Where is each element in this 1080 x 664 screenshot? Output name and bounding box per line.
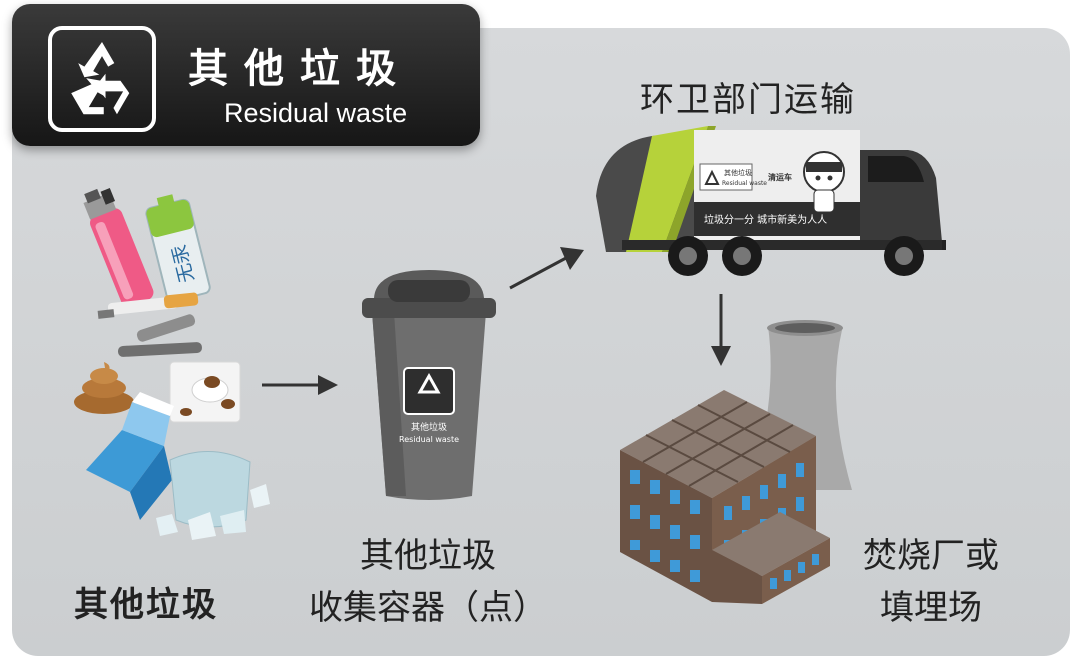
truck-side-tag: 清运车 [768,172,792,182]
bin-label-en: Residual waste [399,435,459,444]
truck-side-label-en: Residual waste [722,180,767,187]
truck-wheel-icon [668,236,924,276]
bin-caption-line2: 收集容器（点） [309,588,547,628]
garbage-truck-illustration: 其他垃圾 Residual waste 清运车 垃圾分一分 城市新美为人人 [596,126,946,276]
incineration-plant-illustration [620,320,852,604]
battery-icon: 无汞 [145,194,211,303]
factory-building-icon [620,390,830,604]
cigarette-butts-icon [97,292,202,357]
bin-caption-line1: 其他垃圾 [360,536,496,576]
collection-bin-illustration: 其他垃圾 Residual waste [362,270,496,500]
broken-ceramics-icon [156,451,270,540]
arrow-up-right-icon [509,247,584,290]
destination-caption-line1: 焚烧厂或 [863,536,999,576]
lighter-icon [83,188,154,308]
recycle-triangle-icon [48,26,156,132]
poop-icon [74,362,134,414]
truck-slogan: 垃圾分一分 城市新美为人人 [704,213,827,226]
truck-side-label-cn: 其他垃圾 [724,168,752,177]
tissue-paper-icon [169,361,241,423]
arrow-down-icon [711,294,731,366]
category-badge: 其他垃圾 Residual waste [12,4,480,146]
badge-subtitle: Residual waste [224,98,408,128]
milk-carton-icon [86,392,174,520]
arrow-right-icon [262,375,338,395]
waste-items-caption: 其他垃圾 [74,585,218,625]
badge-title: 其他垃圾 [188,46,412,92]
mascot-icon [803,151,845,213]
transport-caption: 环卫部门运输 [640,80,856,120]
waste-items-illustration: 无汞 [74,188,270,540]
destination-caption-line2: 填埋场 [880,588,982,628]
bin-label-cn: 其他垃圾 [411,421,447,433]
